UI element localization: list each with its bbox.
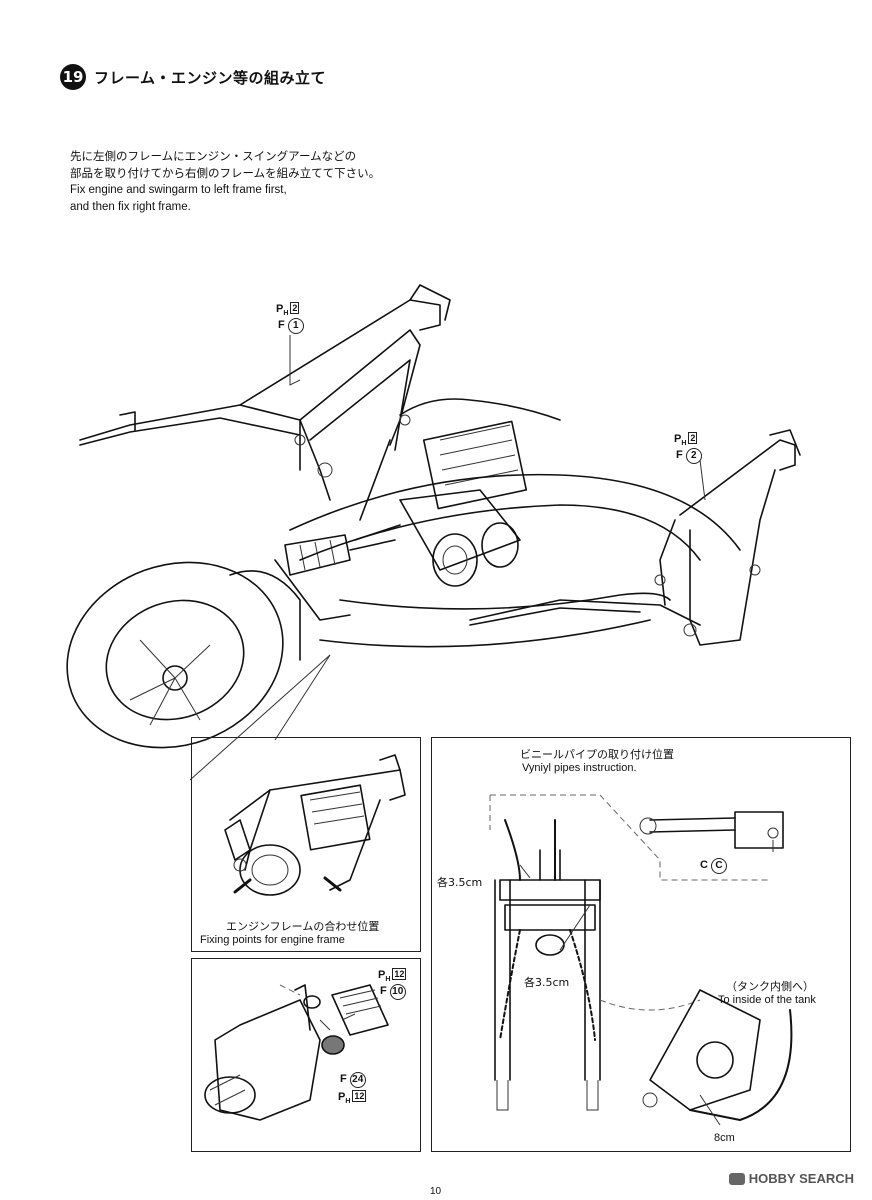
engine-frame-detail-box xyxy=(191,737,421,952)
engine-drawing xyxy=(399,420,528,587)
engine-frame-caption-en: Fixing points for engine frame xyxy=(200,934,345,946)
hobby-search-logo-icon xyxy=(728,1172,745,1185)
f24-p-label: PH12 xyxy=(338,1090,367,1106)
vinyl-length-8cm: 8cm xyxy=(714,1132,735,1144)
side-cover-detail-box xyxy=(191,958,421,1152)
vinyl-caption-jp: ビニールパイプの取り付け位置 xyxy=(520,748,674,761)
instruction-jp-line2: 部品を取り付けてから右側のフレームを組み立てて下さい。 xyxy=(70,166,381,180)
step-number-badge: 19 xyxy=(60,64,86,90)
left-frame-p-label: PH2 xyxy=(276,302,300,318)
instruction-jp-line1: 先に左側のフレームにエンジン・スイングアームなどの xyxy=(70,149,357,163)
instructions: 先に左側のフレームにエンジン・スイングアームなどの 部品を取り付けてから右側のフ… xyxy=(70,148,380,216)
watermark: HOBBY SEARCH xyxy=(728,1171,854,1186)
engine-frame-detail-drawing xyxy=(224,754,406,896)
tank-caption-en: To inside of the tank xyxy=(718,994,816,1006)
f10-p-label: PH12 xyxy=(378,968,407,984)
page-number: 10 xyxy=(430,1186,442,1197)
vinyl-length-label-2: 各3.5cm xyxy=(524,976,570,989)
right-frame-drawing xyxy=(469,429,801,646)
left-frame-drawing xyxy=(79,284,451,501)
instruction-en-line2: and then fix right frame. xyxy=(70,201,191,213)
vinyl-caption-en: Vyniyl pipes instruction. xyxy=(522,762,637,774)
watermark-text: HOBBY SEARCH xyxy=(748,1171,854,1186)
vinyl-length-label-1: 各3.5cm xyxy=(437,876,483,889)
step-title: フレーム・エンジン等の組み立て xyxy=(94,69,327,87)
right-frame-p-label: PH2 xyxy=(674,432,698,448)
swingarm-drawing xyxy=(66,534,396,749)
assembly-arrow-band xyxy=(289,398,741,648)
vinyl-pipe-detail-drawing xyxy=(489,794,793,1126)
side-cover-detail-drawing xyxy=(204,984,389,1121)
instruction-en-line1: Fix engine and swingarm to left frame fi… xyxy=(70,184,287,196)
tank-caption-jp: （タンク内側へ） xyxy=(726,980,814,993)
vinyl-pipe-detail-box xyxy=(431,737,851,1152)
engine-frame-caption-jp: エンジンフレームの合わせ位置 xyxy=(226,920,380,933)
